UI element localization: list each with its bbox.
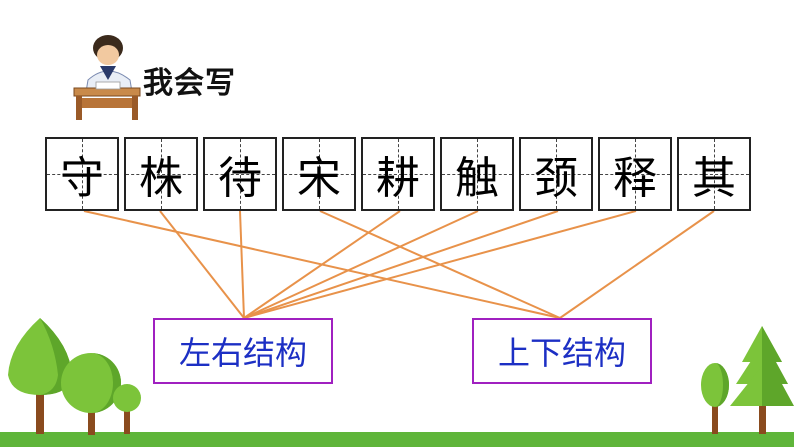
connector-lines <box>83 210 715 319</box>
line-jing-to-left-right <box>243 210 559 319</box>
tree-icon <box>730 326 794 434</box>
char-dai: 待 <box>218 153 262 204</box>
ground <box>0 432 794 447</box>
char-jing: 颈 <box>534 153 578 204</box>
char-song: 宋 <box>297 153 341 204</box>
line-shi-to-left-right <box>243 210 637 319</box>
line-dai-to-left-right <box>239 210 245 319</box>
line-zhu-to-left-right <box>159 210 245 319</box>
char-chu: 触 <box>455 153 499 204</box>
char-grid: 释 <box>598 137 672 211</box>
char-grid: 触 <box>440 137 514 211</box>
char-grid: 待 <box>203 137 277 211</box>
tree-icon <box>61 353 121 435</box>
char-grid: 耕 <box>361 137 435 211</box>
line-qi-to-top-bottom <box>559 210 715 319</box>
line-geng-to-left-right <box>243 210 401 319</box>
page-title: 我会写 <box>143 66 236 101</box>
char-shou: 守 <box>60 153 104 204</box>
char-shi: 释 <box>613 153 657 204</box>
char-grid: 宋 <box>282 137 356 211</box>
char-grid: 其 <box>677 137 751 211</box>
char-grid: 守 <box>45 137 119 211</box>
char-zhu: 株 <box>139 153 183 204</box>
char-geng: 耕 <box>376 153 420 204</box>
line-chu-to-left-right <box>243 210 479 319</box>
char-qi: 其 <box>692 153 736 204</box>
tree-icon <box>113 384 141 434</box>
top-bottom-structure-box[interactable]: 上下结构 <box>472 318 652 384</box>
tree-icon <box>701 363 729 434</box>
student-writing-icon <box>73 35 141 120</box>
char-grid: 颈 <box>519 137 593 211</box>
left-right-structure-box[interactable]: 左右结构 <box>153 318 333 384</box>
char-grid: 株 <box>124 137 198 211</box>
